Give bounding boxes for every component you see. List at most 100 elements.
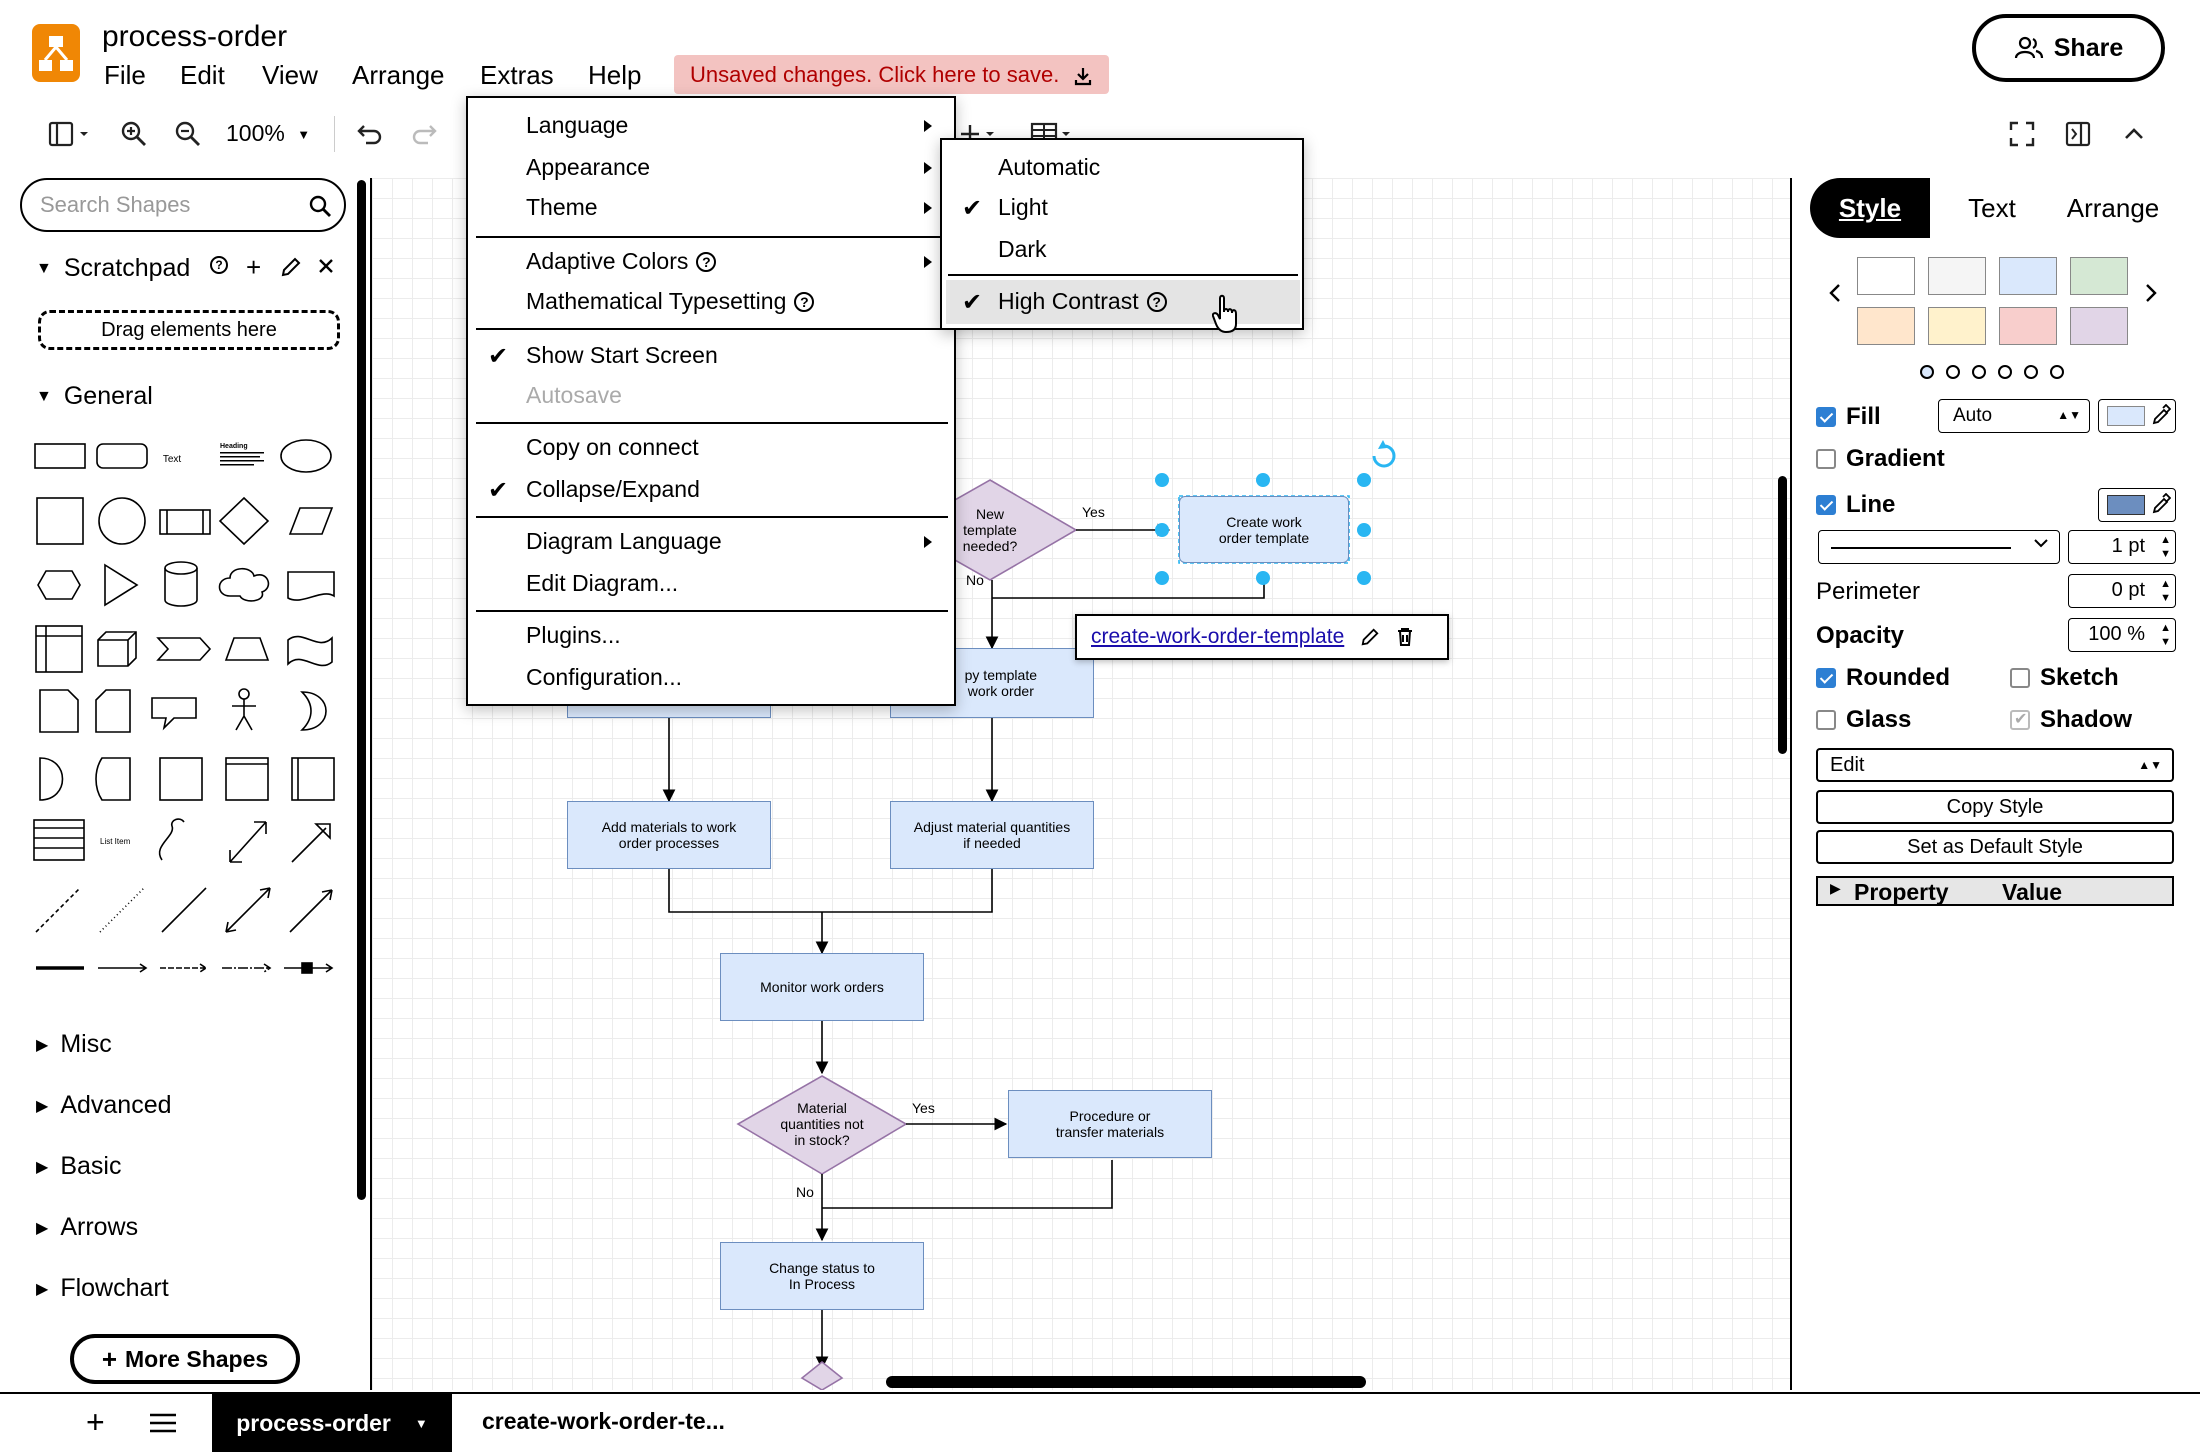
- copy-style-button[interactable]: Copy Style: [1816, 790, 2174, 824]
- menu-help[interactable]: Help: [588, 60, 642, 90]
- perimeter-input[interactable]: 0 pt ▲▼: [2068, 574, 2176, 608]
- shape-dotted-line[interactable]: [99, 887, 145, 933]
- menu-item-collapse-expand[interactable]: Collapse/Expand: [526, 476, 700, 502]
- add-icon[interactable]: +: [246, 252, 262, 282]
- help-icon[interactable]: ?: [1146, 292, 1167, 312]
- edge-merge[interactable]: [668, 869, 993, 913]
- scratchpad-header[interactable]: ▼ Scratchpad: [36, 254, 190, 283]
- pages-menu-icon[interactable]: [148, 1412, 178, 1434]
- shape-actor[interactable]: [232, 699, 256, 731]
- menu-file[interactable]: File: [104, 60, 146, 90]
- shape-trapezoid[interactable]: [224, 637, 270, 661]
- general-header[interactable]: ▼ General: [36, 382, 153, 411]
- tab-style[interactable]: Style: [1810, 178, 1930, 238]
- menu-item-plugins[interactable]: Plugins...: [526, 622, 621, 648]
- menu-item-edit-diagram[interactable]: Edit Diagram...: [526, 570, 679, 596]
- style-swatch-7[interactable]: [1999, 307, 2057, 345]
- shape-text[interactable]: Text: [163, 454, 182, 465]
- swatch-prev-icon[interactable]: [1828, 282, 1842, 304]
- shape-curve[interactable]: [158, 818, 185, 861]
- shape-container[interactable]: [35, 625, 83, 673]
- search-shapes-input[interactable]: Search Shapes: [20, 178, 346, 232]
- shape-data-storage[interactable]: [95, 757, 131, 801]
- edit-link-icon[interactable]: [1360, 627, 1380, 647]
- menu-item-copy-on-connect[interactable]: Copy on connect: [526, 434, 699, 460]
- shape-hexagon[interactable]: [37, 570, 81, 600]
- menu-item-dark[interactable]: Dark: [998, 236, 1047, 262]
- zoom-level-dropdown[interactable]: 100% ▼: [226, 120, 310, 147]
- decision-next-partial[interactable]: [800, 1360, 844, 1390]
- toggle-format-button[interactable]: [2060, 114, 2096, 154]
- menu-extras[interactable]: Extras: [480, 60, 554, 90]
- sidebar-scrollbar[interactable]: [357, 180, 366, 1200]
- shape-step[interactable]: [156, 637, 212, 661]
- menu-item-appearance[interactable]: Appearance: [526, 154, 651, 180]
- shape-or[interactable]: [300, 691, 327, 731]
- search-icon[interactable]: [308, 194, 332, 218]
- shape-vertical-container[interactable]: [291, 757, 335, 801]
- shape-dashed-line[interactable]: [35, 887, 81, 933]
- shape-rounded-rectangle[interactable]: [96, 443, 148, 469]
- fill-color-button[interactable]: [2098, 399, 2176, 433]
- menu-item-diagram-language[interactable]: Diagram Language: [526, 528, 722, 554]
- shape-cloud[interactable]: [218, 567, 270, 602]
- glass-checkbox[interactable]: [1816, 710, 1836, 730]
- gradient-checkbox[interactable]: [1816, 449, 1836, 469]
- shape-arrow[interactable]: [291, 823, 331, 863]
- shape-delay[interactable]: [39, 757, 64, 801]
- shape-bidirectional-connector[interactable]: [225, 887, 271, 933]
- shape-link[interactable]: [98, 963, 148, 973]
- shape-callout[interactable]: [151, 697, 197, 731]
- spinner-arrows-icon[interactable]: ▲▼: [2160, 622, 2171, 648]
- shape-card[interactable]: [95, 689, 131, 733]
- line-width-input[interactable]: 1 pt ▲▼: [2068, 530, 2176, 564]
- shape-process[interactable]: [159, 509, 211, 535]
- line-pattern-select[interactable]: [1818, 530, 2060, 564]
- shadow-checkbox[interactable]: ✔: [2010, 710, 2030, 730]
- shape-internal-storage[interactable]: [159, 757, 203, 801]
- style-swatch-1[interactable]: [1857, 257, 1915, 295]
- section-basic[interactable]: ▶Basic: [36, 1152, 121, 1181]
- zoom-out-button[interactable]: [168, 114, 208, 154]
- page-tab-process-order[interactable]: process-order ▼: [212, 1394, 452, 1452]
- fill-mode-select[interactable]: Auto ▲▼: [1938, 399, 2090, 433]
- help-icon[interactable]: ?: [794, 292, 815, 312]
- canvas-horizontal-scrollbar[interactable]: [886, 1376, 1366, 1388]
- shape-diamond[interactable]: [218, 496, 270, 546]
- collapse-toolbar-button[interactable]: [2116, 114, 2152, 154]
- shape-ellipse[interactable]: [280, 439, 332, 473]
- menu-item-show-start-screen[interactable]: Show Start Screen: [526, 342, 718, 368]
- style-swatch-3[interactable]: [1999, 257, 2057, 295]
- document-title[interactable]: process-order: [102, 20, 288, 53]
- shape-tape[interactable]: [287, 635, 333, 667]
- sketch-checkbox[interactable]: [2010, 668, 2030, 688]
- shape-heading[interactable]: Heading: [220, 443, 248, 450]
- rotate-icon[interactable]: [1372, 440, 1396, 468]
- section-flowchart[interactable]: ▶Flowchart: [36, 1274, 169, 1303]
- swatch-page-dot[interactable]: [2050, 365, 2064, 379]
- swatch-page-dot[interactable]: [1998, 365, 2012, 379]
- edge-procedure-back[interactable]: [822, 1160, 1113, 1209]
- tab-arrange[interactable]: Arrange: [2066, 192, 2160, 223]
- shape-bidirectional-arrow[interactable]: [229, 821, 267, 863]
- resize-handles[interactable]: [1155, 473, 1371, 585]
- menu-item-high-contrast[interactable]: High Contrast?: [998, 288, 1167, 315]
- section-arrows[interactable]: ▶Arrows: [36, 1213, 138, 1242]
- line-checkbox[interactable]: [1816, 495, 1836, 515]
- rounded-checkbox[interactable]: [1816, 668, 1836, 688]
- menu-item-configuration[interactable]: Configuration...: [526, 664, 682, 690]
- shape-note[interactable]: [39, 689, 79, 733]
- style-swatch-8[interactable]: [2070, 307, 2128, 345]
- shape-parallelogram[interactable]: [288, 507, 334, 535]
- help-icon[interactable]: ?: [210, 256, 228, 276]
- swatch-page-dot[interactable]: [1920, 365, 1934, 379]
- eyedropper-icon[interactable]: [2151, 493, 2171, 515]
- menu-item-high-contrast-highlight[interactable]: [946, 280, 1300, 324]
- shape-list[interactable]: [33, 819, 85, 861]
- shape-connector-with-label[interactable]: [160, 963, 208, 973]
- set-default-style-button[interactable]: Set as Default Style: [1816, 830, 2174, 864]
- canvas-vertical-scrollbar[interactable]: [1778, 476, 1787, 754]
